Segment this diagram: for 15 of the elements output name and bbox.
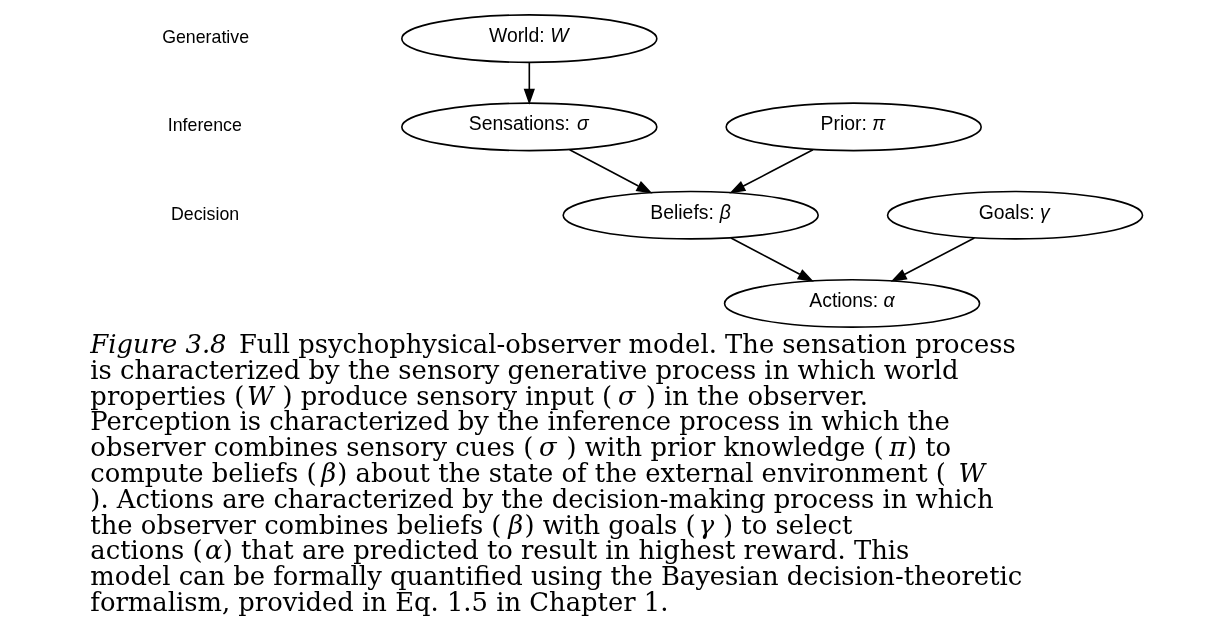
caption: Figure 3.8 Full psychophysical-observer model. The sensation process is characterized by the sensory generative process in which world properties (W ) produce sensory input (σ ) in the observer. Perception is characterized by the inference process in which the observer combines sensory cues (σ ) with prior knowledge (π) to compute beliefs (β) about the state of the external environment (W ). Actions are characterized by the decision-making process in which the observer combines beliefs (β) with goals (γ ) to select actions (α) that are predicted to result in highest reward. This model can be formally quantified using the Bayesian decision-theoretic formalism, provided in Eq. 1.5 in Chapter 1. (90, 328, 1023, 618)
arrow (890, 237, 976, 282)
arrow (568, 148, 653, 194)
node-ellipse: World: W (401, 14, 658, 64)
node-ellipse: Beliefs: β (562, 190, 819, 240)
node-ellipse: Goals: γ (886, 190, 1144, 240)
label: Decision (171, 203, 240, 224)
label: Inference (167, 115, 242, 136)
node-ellipse: Sensations: σ (401, 102, 658, 152)
arrow (523, 62, 535, 105)
arrow (729, 148, 814, 194)
label: Generative (162, 27, 250, 48)
node-ellipse: Actions: α (723, 278, 981, 328)
arrow (730, 237, 814, 282)
node-ellipse: Prior: π (725, 102, 982, 152)
